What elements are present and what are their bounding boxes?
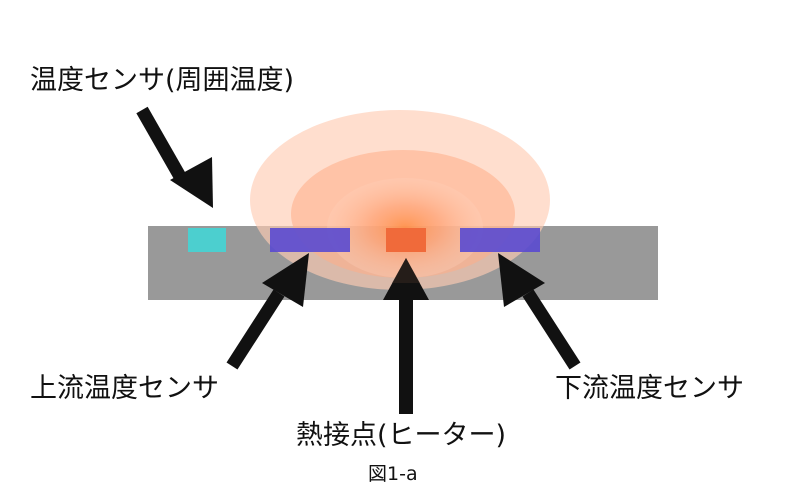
ambient-temperature-sensor (188, 228, 226, 252)
downstream-temperature-sensor (460, 228, 540, 252)
heater-element (386, 228, 426, 252)
figure-caption: 図1-a (368, 463, 418, 485)
downstream-sensor-label: 下流温度センサ (555, 373, 744, 404)
ambient-sensor-label: 温度センサ(周囲温度) (30, 65, 294, 96)
upstream-sensor-arrow-icon (226, 253, 309, 370)
heater-label: 熱接点(ヒーター) (296, 420, 506, 451)
upstream-sensor-label: 上流温度センサ (30, 373, 219, 404)
upstream-temperature-sensor (270, 228, 350, 252)
ambient-sensor-arrow-icon (136, 106, 213, 208)
heater-arrow-icon (383, 258, 429, 414)
downstream-sensor-arrow-icon (498, 253, 581, 370)
